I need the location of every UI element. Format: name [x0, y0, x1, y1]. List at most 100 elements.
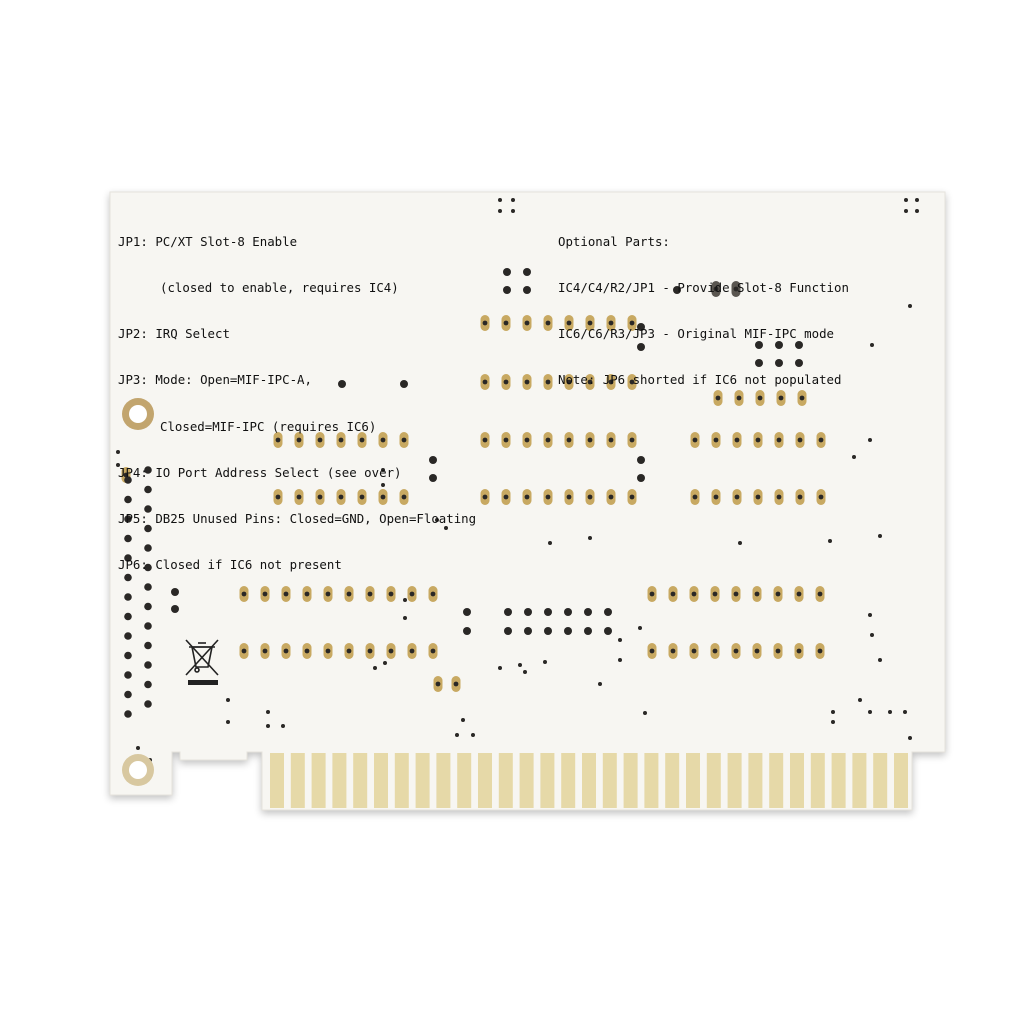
pad-hole	[817, 648, 823, 654]
gold-finger	[894, 753, 908, 808]
pad-hole	[733, 591, 739, 597]
pad-hole	[325, 591, 331, 597]
pad-hole	[380, 437, 386, 443]
via	[463, 627, 471, 635]
pad-hole	[587, 320, 593, 326]
jumper-line-4: JP3: Mode: Open=MIF-IPC-A,	[118, 372, 312, 388]
gold-finger	[478, 753, 492, 808]
via	[144, 622, 152, 630]
via	[144, 680, 152, 689]
via	[400, 380, 408, 388]
via	[124, 554, 132, 562]
pad-hole	[796, 591, 802, 597]
pad-hole	[545, 379, 551, 385]
via	[171, 588, 179, 596]
via	[544, 608, 552, 616]
pad-hole	[304, 648, 310, 654]
via	[124, 612, 132, 621]
pad-hole	[566, 320, 572, 326]
pad-hole	[775, 591, 781, 597]
gold-finger	[831, 753, 846, 808]
via	[588, 536, 592, 540]
gold-finger	[852, 753, 867, 808]
via	[463, 608, 471, 616]
via	[124, 534, 132, 543]
pad-hole	[262, 648, 268, 654]
pad-hole	[818, 494, 824, 500]
pad-hole	[712, 591, 718, 597]
via	[795, 341, 803, 349]
via	[831, 710, 835, 714]
pad-hole	[409, 648, 415, 654]
via	[618, 638, 622, 642]
gold-finger	[665, 753, 680, 808]
pad-hole	[715, 395, 721, 401]
via	[383, 661, 387, 665]
pad-hole	[713, 437, 719, 443]
via	[643, 711, 647, 715]
via	[637, 474, 645, 482]
via	[908, 304, 912, 308]
via	[338, 380, 346, 388]
gold-finger	[790, 753, 804, 808]
pad-hole	[649, 591, 655, 597]
pad-hole	[796, 648, 802, 654]
gold-finger	[810, 753, 825, 808]
pad-hole	[325, 648, 331, 654]
via	[524, 627, 532, 635]
via	[124, 710, 132, 718]
optional-line-4: Note: JP6 shorted if IC6 not populated	[558, 372, 842, 388]
pad-hole	[503, 320, 509, 326]
pad-hole	[755, 437, 761, 443]
pad-hole	[283, 591, 289, 597]
via	[868, 613, 872, 617]
via	[604, 627, 612, 635]
pad-hole	[629, 320, 635, 326]
via	[226, 720, 230, 724]
pad-hole	[649, 648, 655, 654]
via	[124, 593, 132, 601]
via	[915, 198, 919, 202]
via	[471, 733, 475, 737]
pad-hole	[566, 379, 572, 385]
via	[455, 733, 459, 737]
pad-hole	[241, 591, 247, 597]
gold-finger	[436, 753, 451, 808]
via	[144, 602, 152, 611]
via	[403, 616, 407, 620]
jumper-line-2: (closed to enable, requires IC4)	[160, 280, 399, 296]
pad-hole	[757, 395, 763, 401]
pad-hole	[670, 591, 676, 597]
pad-hole	[733, 286, 739, 292]
via	[564, 608, 572, 616]
pad-hole	[524, 379, 530, 385]
pad-hole	[435, 681, 441, 687]
pad-hole	[262, 591, 268, 597]
via	[144, 466, 152, 474]
pad-hole	[733, 648, 739, 654]
gold-finger	[706, 753, 721, 808]
pad-hole	[691, 648, 697, 654]
pad-hole	[608, 494, 614, 500]
pad-hole	[317, 494, 323, 500]
gold-finger	[644, 753, 659, 808]
via	[144, 641, 152, 650]
pad-hole	[566, 437, 572, 443]
via	[511, 209, 515, 213]
pad-hole	[734, 437, 740, 443]
via	[444, 526, 448, 530]
pad-hole	[776, 437, 782, 443]
edge-connector-gold-fingers	[270, 753, 908, 808]
via	[511, 198, 515, 202]
via	[618, 658, 622, 662]
gold-finger	[582, 753, 596, 808]
via	[637, 323, 645, 331]
pad-hole	[545, 320, 551, 326]
optional-line-1: Optional Parts:	[558, 233, 670, 249]
pad-hole	[453, 681, 459, 687]
via	[144, 505, 152, 513]
via	[904, 209, 908, 213]
pad-hole	[503, 494, 509, 500]
pad-hole	[409, 591, 415, 597]
mounting-holes	[122, 398, 154, 786]
